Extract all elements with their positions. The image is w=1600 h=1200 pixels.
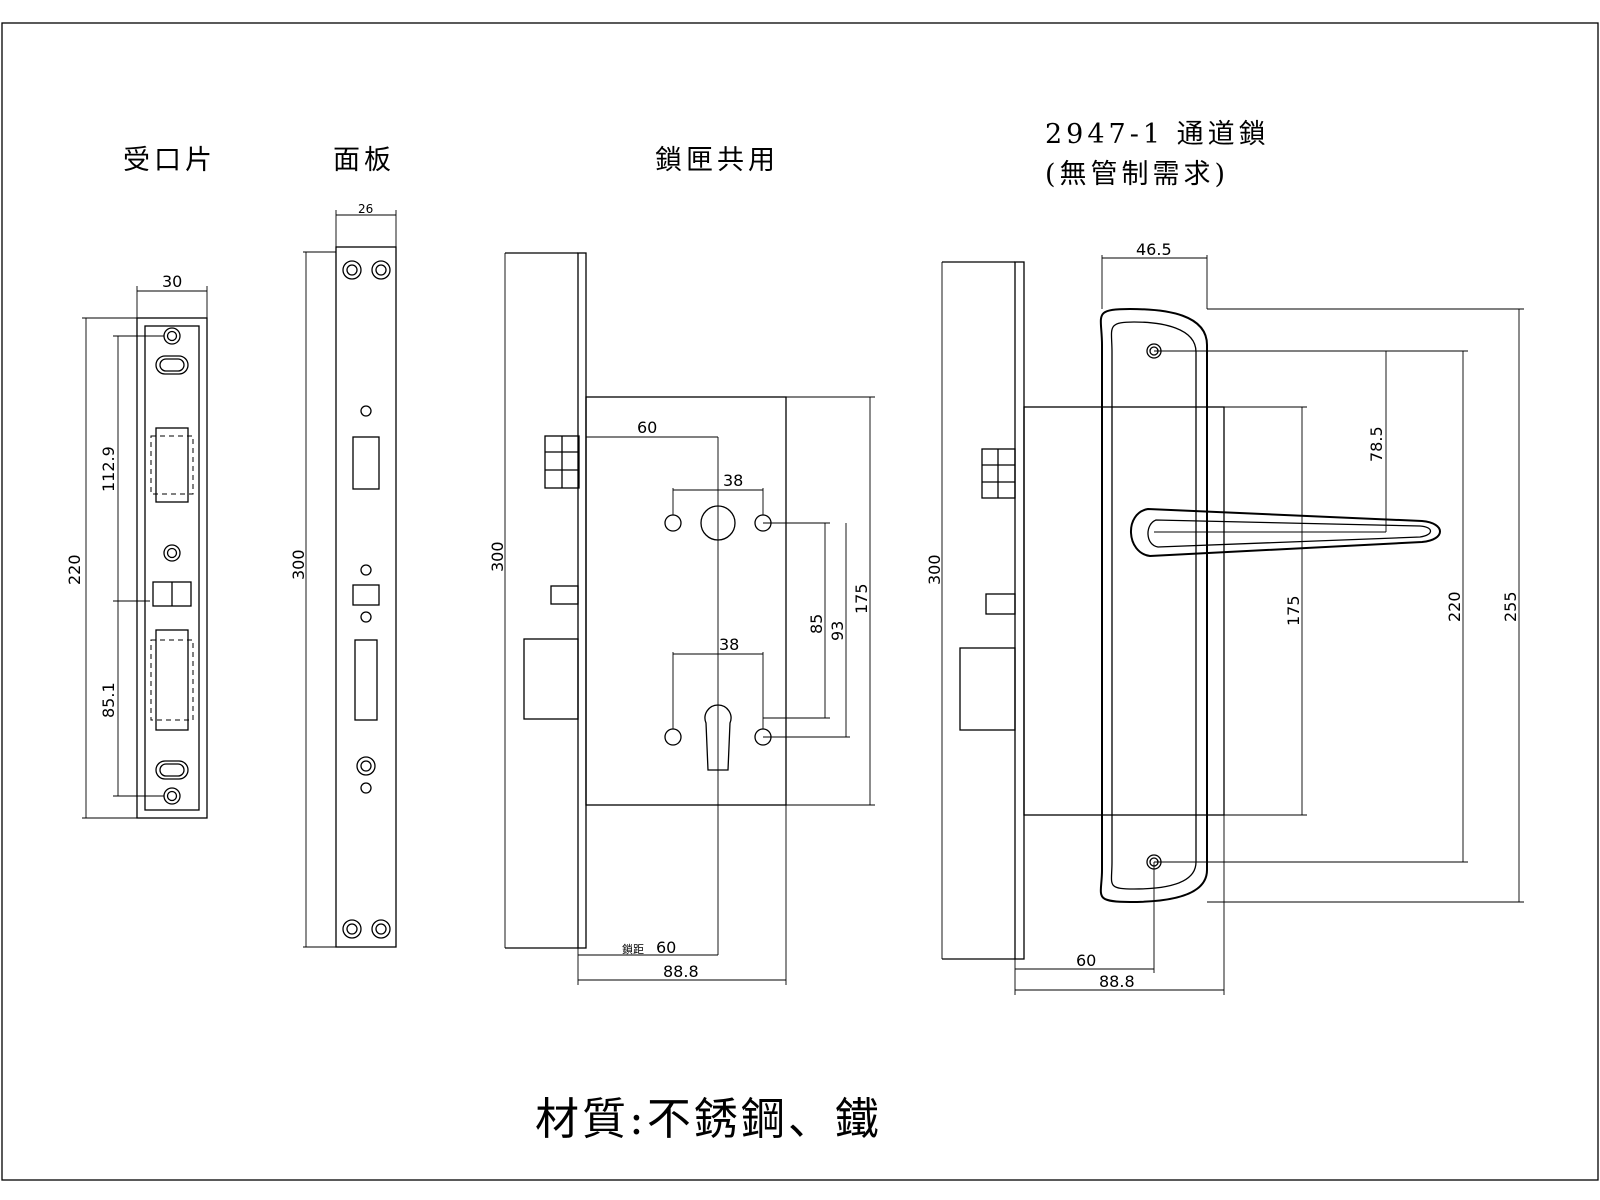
mortise-body-title: 鎖匣共用 [655, 145, 779, 176]
mortise-backset-value: 60 [656, 938, 676, 957]
mortise-hole-spacing-top-label: 38 [723, 471, 743, 490]
mortise-body-drawing [505, 252, 787, 949]
strike-upper-spacing-label: 112.9 [99, 446, 118, 492]
mortise-backset-caption: 鎖距 [622, 942, 644, 956]
handle-lever-offset-label: 78.5 [1367, 426, 1386, 462]
mortise-center-distance-label: 85 [807, 614, 826, 634]
faceplate-width-label: 26 [358, 202, 373, 216]
mortise-body-dimensions [504, 253, 875, 985]
strike-plate-dimensions [82, 286, 208, 819]
handle-backset-label: 60 [1076, 951, 1096, 970]
strike-plate-title: 受口片 [123, 145, 216, 176]
mortise-backset-top-label: 60 [637, 418, 657, 437]
handle-height-label: 300 [925, 554, 944, 585]
strike-width-label: 30 [162, 272, 182, 291]
faceplate-dimensions [303, 210, 397, 948]
material-note: 材質:不銹鋼、鐵 [535, 1094, 882, 1145]
handle-assembly-dimensions [941, 255, 1524, 995]
faceplate-height-label: 300 [289, 549, 308, 580]
faceplate-title: 面板 [333, 145, 395, 176]
handle-body-height-label: 175 [1284, 595, 1303, 626]
model-title: 2947-1 通道鎖 [1045, 119, 1270, 150]
handle-screw-spacing-label: 220 [1445, 591, 1464, 622]
handle-assembly-drawing [942, 261, 1441, 960]
mortise-height-label: 300 [488, 541, 507, 572]
mortise-screw-distance-label: 93 [828, 621, 847, 641]
faceplate-drawing [335, 246, 397, 948]
handle-total-depth-label: 88.8 [1099, 972, 1135, 991]
model-subtitle: (無管制需求) [1045, 159, 1229, 190]
handle-plate-width-label: 46.5 [1136, 240, 1172, 259]
handle-plate-height-label: 255 [1501, 591, 1520, 622]
mortise-total-depth-label: 88.8 [663, 962, 699, 981]
strike-plate-drawing [136, 317, 208, 819]
strike-height-label: 220 [65, 554, 84, 585]
mortise-hole-spacing-bottom-label: 38 [719, 635, 739, 654]
strike-lower-spacing-label: 85.1 [99, 682, 118, 718]
mortise-body-height-label: 175 [852, 583, 871, 614]
drawing-border [1, 22, 1599, 1181]
